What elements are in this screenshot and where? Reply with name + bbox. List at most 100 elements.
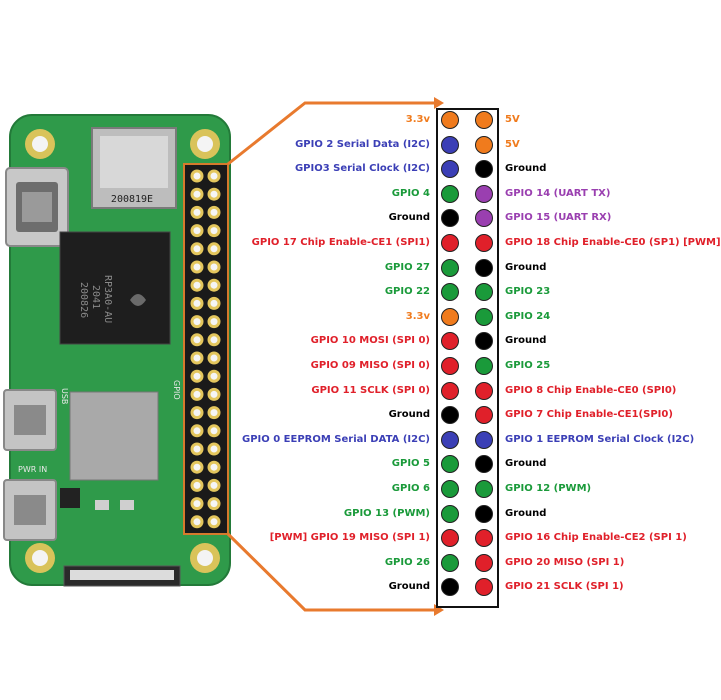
small-ic	[60, 488, 80, 508]
pin-left-label: GPIO 17 Chip Enable-CE1 (SPI1)	[251, 237, 430, 248]
pin-left-label: GPIO 13 (PWM)	[343, 507, 430, 519]
pin-left-label: Ground	[388, 581, 430, 593]
pin-right-label: GPIO 12 (PWM)	[505, 483, 592, 494]
pin-left-label: 3.3v	[405, 114, 430, 125]
pin-right-dot	[475, 332, 493, 351]
pin-right-dot	[475, 504, 493, 523]
pin-right-dot	[475, 381, 493, 400]
pin-left-label: GPIO 22	[384, 286, 430, 298]
pin-left-dot	[441, 578, 459, 597]
pin-right-dot	[475, 307, 493, 326]
usb-label: USB	[60, 388, 69, 404]
pin-left-label: GPIO 2 Serial Data (I2C)	[295, 138, 430, 150]
pin-left-dot	[441, 332, 459, 351]
chip-text-line-2: 2041	[90, 285, 101, 309]
pin-right-dot	[475, 529, 493, 548]
pin-right-label: Ground	[505, 458, 547, 470]
pin-left-dot	[441, 357, 459, 375]
pin-left-dot	[441, 455, 459, 474]
pin-left-dot	[441, 184, 459, 203]
pin-right-label: GPIO 15 (UART RX)	[505, 212, 612, 224]
chip-text-line-3: 200826	[78, 282, 89, 318]
pin-left-dot	[441, 209, 459, 228]
mounting-holes	[25, 129, 220, 573]
pin-right-label: GPIO 1 EEPROM Serial Clock (I2C)	[505, 433, 695, 445]
pin-right-label: Ground	[505, 163, 547, 175]
pin-left-label: Ground	[388, 212, 430, 224]
pin-left-label: 3.3v	[405, 310, 430, 322]
pin-left-label: GPIO 4	[391, 187, 430, 199]
mini-hdmi-port	[5, 167, 69, 247]
board-gpio-header	[183, 163, 229, 535]
pin-right-dot	[475, 184, 493, 203]
pwr-label: PWR IN	[18, 465, 47, 474]
pin-right-dot	[475, 406, 493, 425]
pin-left-label: GPIO 10 MOSI (SPI 0)	[310, 335, 430, 347]
pin-right-dot	[475, 578, 493, 597]
pin-right-label: GPIO 23	[505, 286, 551, 298]
pin-right-dot	[475, 209, 493, 228]
pin-left-dot	[441, 381, 459, 400]
pin-right-label: Ground	[505, 507, 547, 519]
connector-lines	[226, 97, 444, 616]
pin-right-label: GPIO 7 Chip Enable-CE1(SPI0)	[505, 409, 673, 421]
pin-left-label: GPIO 09 MISO (SPI 0)	[310, 360, 430, 371]
pin-left-dot	[441, 283, 459, 302]
pin-left-dot	[441, 529, 459, 548]
pin-left-dot	[441, 504, 459, 523]
pin-left-dot	[441, 307, 459, 326]
pin-right-dot	[475, 357, 493, 375]
chip-text-line-1: RP3A0-AU	[102, 275, 113, 323]
sd-card-slot: 200819E	[91, 127, 177, 209]
pin-right-dot	[475, 160, 493, 179]
pin-right-dot	[475, 111, 493, 129]
pin-right-label: 5V	[505, 138, 520, 150]
pin-right-dot	[475, 283, 493, 302]
pin-left-dot	[441, 406, 459, 425]
pin-right-label: GPIO 25	[505, 360, 551, 371]
pinout-diagram: 200819E RP3A0-AU 2041 200826 USB PWR IN	[3, 97, 721, 616]
pin-left-label: GPIO 5	[391, 458, 430, 470]
board-gpio-holes	[190, 169, 221, 529]
micro-usb-port: USB	[3, 388, 69, 451]
pin-right-label: GPIO 24	[505, 310, 551, 322]
pin-right-label: GPIO 21 SCLK (SPI 1)	[505, 581, 624, 593]
pin-right-label: Ground	[505, 335, 547, 347]
pin-left-label: GPIO 11 SCLK (SPI 0)	[311, 384, 430, 396]
pin-right-dot	[475, 430, 493, 449]
pin-right-label: GPIO 14 (UART TX)	[505, 187, 611, 199]
pin-right-dot	[475, 553, 493, 572]
pin-left-dot	[441, 135, 459, 154]
pin-left-label: Ground	[388, 409, 430, 421]
raspberry-logo-icon	[130, 294, 146, 306]
pin-left-label: GPIO 26	[384, 556, 430, 568]
pin-left-label: GPIO 6	[391, 483, 430, 494]
pin-left-dot	[441, 258, 459, 277]
raspberry-pi-zero-board: 200819E RP3A0-AU 2041 200826 USB PWR IN	[3, 97, 444, 616]
pin-left-dot	[441, 553, 459, 572]
gpio-silkscreen-label: GPIO	[172, 380, 181, 400]
pin-left-dot	[441, 430, 459, 449]
pin-left-dot	[441, 160, 459, 179]
pin-right-dot	[475, 135, 493, 154]
sd-slot-text: 200819E	[111, 194, 153, 205]
pin-left-label: [PWM] GPIO 19 MISO (SPI 1)	[269, 532, 430, 544]
pin-right-label: GPIO 18 Chip Enable-CE0 (SP1) [PWM]	[505, 237, 721, 248]
pin-right-label: GPIO 20 MISO (SPI 1)	[505, 556, 625, 568]
pin-right-label: GPIO 16 Chip Enable-CE2 (SPI 1)	[505, 532, 687, 544]
soc-chip: RP3A0-AU 2041 200826	[59, 231, 171, 345]
pin-right-dot	[475, 480, 493, 498]
pin-left-dot	[441, 480, 459, 498]
pin-left-dot	[441, 111, 459, 129]
pin-right-label: 5V	[505, 114, 520, 125]
pin-left-label: GPIO 27	[384, 261, 430, 273]
pin-right-dot	[475, 258, 493, 277]
pin-right-label: GPIO 8 Chip Enable-CE0 (SPI0)	[505, 384, 677, 396]
pin-left-dot	[441, 234, 459, 252]
power-usb-port: PWR IN	[3, 465, 57, 541]
pin-right-label: Ground	[505, 261, 547, 273]
pin-left-label: GPIO 0 EEPROM Serial DATA (I2C)	[242, 433, 430, 445]
pin-right-dot	[475, 455, 493, 474]
pin-left-label: GPIO3 Serial Clock (I2C)	[294, 163, 430, 175]
pin-right-dot	[475, 234, 493, 252]
